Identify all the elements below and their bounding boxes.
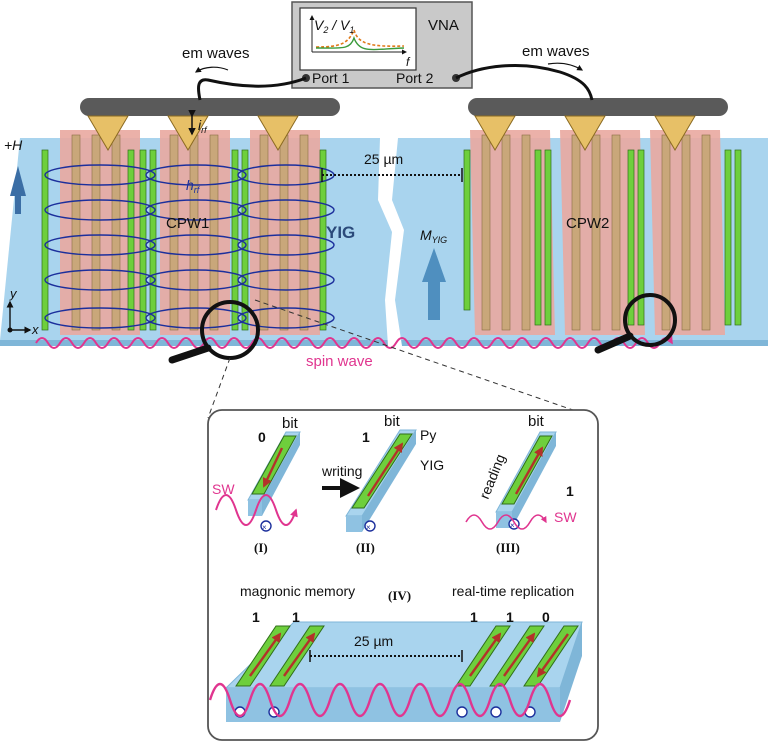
svg-text:x: x: [31, 322, 39, 337]
svg-text:×: ×: [366, 523, 371, 532]
svg-text:SW: SW: [554, 509, 577, 525]
svg-text:1: 1: [566, 483, 574, 499]
svg-text:×: ×: [262, 523, 267, 532]
cable-left: [196, 76, 307, 101]
field-h-arrow: [10, 166, 26, 214]
cpw2-label: CPW2: [566, 215, 609, 232]
m-yig-arrow: [422, 248, 446, 320]
svg-text:0: 0: [542, 609, 550, 625]
svg-text:(IV): (IV): [388, 588, 411, 603]
m-yig-label: MYIG: [420, 227, 447, 245]
svg-text:(II): (II): [356, 540, 375, 555]
vna-label: VNA: [428, 17, 459, 34]
cable-right: [455, 63, 594, 101]
svg-text:1: 1: [470, 609, 478, 625]
py-bars-right: [463, 149, 742, 326]
inset-panel: × bit 0 SW (I) writing × bit 1 Py YIG (I…: [207, 409, 599, 741]
port2-label: Port 2: [396, 70, 434, 86]
svg-text:SW: SW: [212, 481, 235, 497]
em-waves-left: em waves: [182, 45, 250, 62]
axes-indicator: y x: [6, 286, 39, 337]
port1-label: Port 1: [312, 70, 350, 86]
cpw1-structure: [60, 130, 320, 335]
bit-I: × bit 0 SW (I): [212, 415, 301, 555]
vna-screen: [299, 7, 417, 71]
inset-gap-label: 25 µm: [354, 633, 393, 649]
rf-field-loops: [44, 164, 335, 329]
magnifier-right-icon: [594, 293, 677, 354]
spin-wave-line: [35, 335, 673, 349]
irf-label: irf: [198, 117, 208, 135]
probe-left: [80, 98, 340, 151]
svg-text:y: y: [9, 286, 18, 301]
em-waves-right: em waves: [522, 43, 590, 60]
svg-text:(III): (III): [496, 540, 520, 555]
svg-text:bit: bit: [384, 413, 401, 430]
vna-trace-orange: [315, 27, 405, 48]
cpw2-structure: [470, 130, 725, 335]
memory-label: magnonic memory: [240, 583, 355, 599]
svg-text:1: 1: [506, 609, 514, 625]
svg-text:V2 / V1: V2 / V1: [314, 17, 354, 35]
bit-IV-slab: 25 µm magnonic memory (IV) real-time rep…: [208, 583, 583, 722]
hrf-label: hrf: [186, 177, 201, 195]
probe-right: [468, 98, 728, 151]
svg-text:×: ×: [510, 521, 515, 530]
svg-text:1: 1: [362, 429, 370, 445]
svg-text:0: 0: [258, 429, 266, 445]
writing-label: writing: [321, 463, 362, 479]
bit-II: × bit 1 Py YIG (II): [345, 413, 444, 555]
svg-text:1: 1: [292, 609, 300, 625]
svg-text:1: 1: [252, 609, 260, 625]
vna-f-label: f: [406, 55, 411, 69]
bit-III: × bit 1 SW reading (III): [465, 413, 577, 555]
film-break: [378, 138, 404, 346]
svg-text:bit: bit: [282, 415, 299, 432]
yig-label: YIG: [326, 223, 355, 242]
vna-trace-green: [315, 35, 405, 51]
replication-label: real-time replication: [452, 583, 574, 599]
gap-label: 25 µm: [364, 151, 403, 167]
svg-text:Py: Py: [420, 427, 436, 443]
svg-text:bit: bit: [528, 413, 545, 430]
svg-text:(I): (I): [254, 540, 268, 555]
svg-text:YIG: YIG: [420, 457, 444, 473]
cpw1-label: CPW1: [166, 215, 209, 232]
field-h-label: +H: [4, 137, 23, 153]
vna-instrument: V2 / V1 f VNA Port 1 Port 2: [291, 1, 473, 89]
spin-wave-label: spin wave: [306, 353, 373, 370]
